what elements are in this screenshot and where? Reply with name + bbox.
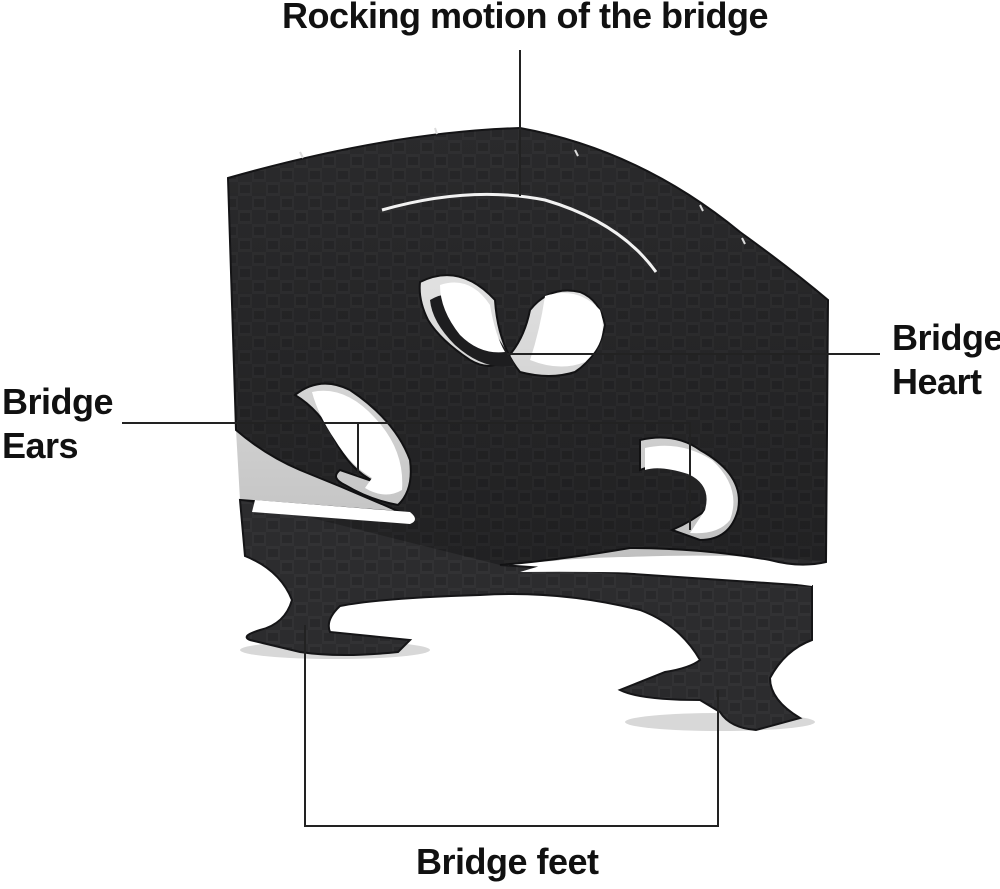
- ear-opening-right: [645, 445, 734, 534]
- rocking-motion-arc: [381, 192, 658, 273]
- bridge-body: [226, 126, 830, 732]
- bridge-heart-label-line2: Heart: [892, 361, 982, 402]
- top-edge-notches: [299, 127, 746, 245]
- bridge-ears-label-line2: Ears: [2, 425, 79, 466]
- bridge-heart-label-line1: Bridge: [892, 317, 1000, 358]
- bridge-heart-label: Bridge Heart: [892, 316, 1000, 404]
- right-foot-gap: [520, 556, 812, 586]
- bridge-ears-label: Bridge Ears: [2, 380, 114, 468]
- heart-opening-right: [530, 293, 603, 367]
- ears-leader-line: [122, 422, 691, 530]
- heart-opening-left: [440, 282, 505, 353]
- left-foot-gap: [252, 500, 415, 524]
- feet-leader-line: [304, 625, 719, 827]
- bridge-feet-label: Bridge feet: [416, 841, 599, 882]
- rocking-motion-label: Rocking motion of the bridge: [282, 0, 768, 36]
- bridge-ears-label-line1: Bridge: [2, 381, 114, 422]
